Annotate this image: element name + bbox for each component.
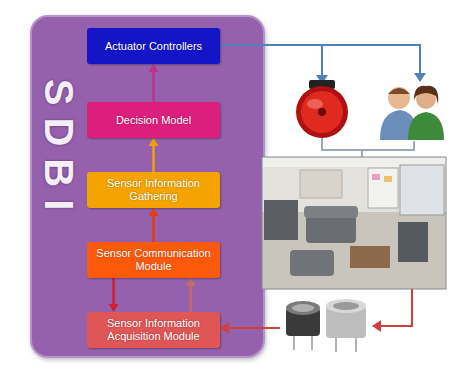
people-icon (380, 86, 444, 140)
communication-box: Sensor Communication Module (87, 242, 220, 278)
arrow-head (372, 320, 381, 332)
arrow-head (149, 208, 159, 216)
flow-arrow (149, 138, 159, 172)
box-label: Actuator Controllers (105, 40, 202, 53)
feedback-wire (322, 138, 414, 157)
arrow-head (186, 278, 196, 286)
box-label: Sensor Information Acquisition Module (95, 317, 212, 343)
arrow-line (112, 278, 115, 305)
gathering-box: Sensor Information Gathering (87, 172, 220, 208)
flow-arrow (149, 208, 159, 242)
controller-box: Actuator Controllers (87, 28, 220, 64)
box-label: Sensor Information Gathering (95, 177, 212, 203)
arrow-line (152, 215, 155, 242)
gas-sensors (286, 299, 366, 352)
vertical-title: SDBI (37, 78, 82, 222)
system-panel: SDBI Actuator ControllersDecision ModelSe… (30, 15, 265, 358)
flow-arrow (186, 278, 196, 312)
arrow-head (149, 138, 159, 146)
alarm-bell (296, 80, 348, 138)
room-photo (262, 157, 446, 289)
acquisition-box: Sensor Information Acquisition Module (87, 312, 220, 348)
flow-arrow (149, 64, 159, 102)
arrow-head (414, 73, 426, 82)
decision-box: Decision Model (87, 102, 220, 138)
actuator-wire (220, 45, 420, 76)
arrow-line (189, 285, 192, 312)
title-wrap: SDBI (34, 35, 84, 265)
arrow-head (109, 304, 119, 312)
box-label: Sensor Communication Module (95, 247, 212, 273)
box-label: Decision Model (116, 114, 191, 127)
flow-arrow (109, 278, 119, 312)
arrow-line (152, 71, 155, 102)
arrow-line (152, 145, 155, 172)
arrow-head (220, 322, 229, 334)
arrow-head (149, 64, 159, 72)
